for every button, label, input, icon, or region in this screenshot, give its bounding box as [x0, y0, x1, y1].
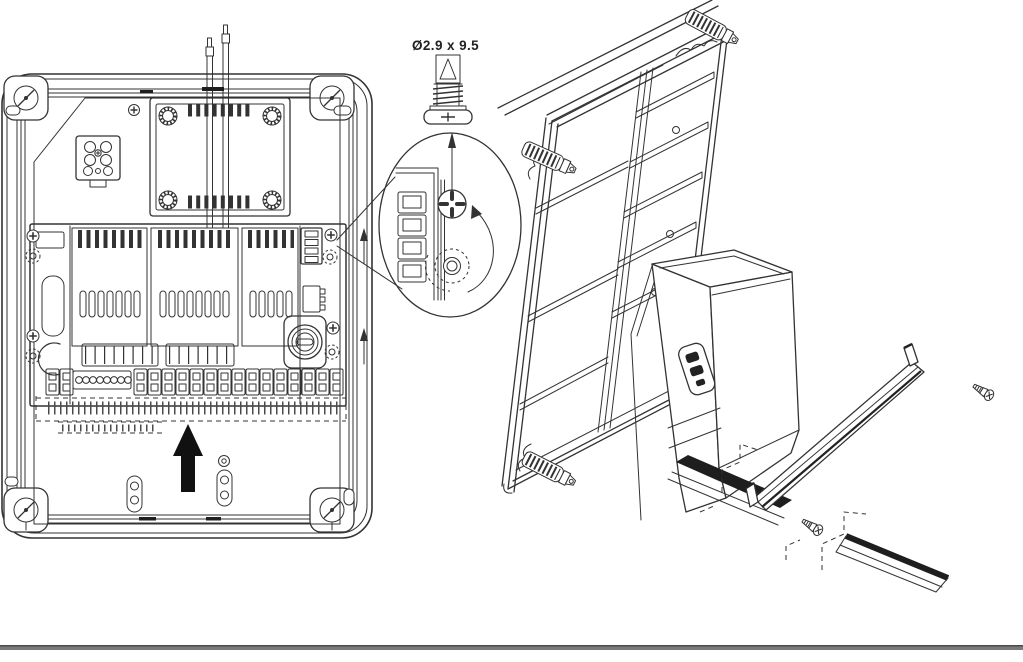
dashed-terminal-outline [35, 396, 347, 434]
panel-shelves-left [519, 160, 629, 411]
bracket-screw-right [970, 380, 997, 403]
screw-spec-label: Ø2.9 x 9.5 [412, 38, 479, 53]
din-module [630, 249, 800, 521]
main-pcb [25, 223, 347, 434]
rear-panel-exploded-view [497, 0, 997, 593]
panel-channel [597, 67, 654, 433]
pin-connector-3 [302, 285, 326, 313]
pcb-tall-slot [41, 275, 65, 337]
retaining-bracket [745, 342, 925, 511]
terminal-strip-main [45, 368, 344, 396]
mounting-plate [33, 97, 341, 525]
pcb-c-slot [37, 342, 61, 376]
self-tapping-screw: Ø2.9 x 9.5 [412, 38, 479, 125]
dashed-position-outline-1 [721, 443, 759, 492]
dashed-position-outline-2 [699, 505, 867, 570]
insert-direction-arrow [173, 424, 203, 492]
screw-detail-callout: Ø2.9 x 9.5 [378, 38, 522, 318]
edge-mark-bottom-left [139, 517, 156, 521]
cover-edge [497, 0, 719, 125]
rotation-arrow [467, 205, 494, 293]
bracket-screw-left [799, 515, 826, 538]
module-clip [678, 342, 716, 396]
pin-connector-4 [300, 227, 323, 265]
pcb-left-slot [35, 231, 65, 249]
relay-blocks [71, 227, 299, 347]
panel-screw [128, 104, 140, 116]
transformer [149, 97, 291, 217]
terminal-block-side-view [395, 167, 445, 301]
rear-panel [501, 24, 732, 494]
fuse-holder [283, 315, 327, 369]
enclosure-front-view [1, 24, 403, 539]
edge-mark-top [140, 90, 153, 94]
screw-direction-arrow [448, 132, 456, 191]
power-connector-block [75, 135, 121, 188]
pcb-standoffs [126, 455, 233, 513]
screw-hole-dashed [424, 248, 470, 292]
detail-ellipse [378, 132, 522, 318]
din-rail-lower [835, 533, 950, 593]
footer-rule [0, 645, 1023, 650]
antenna-wires [202, 24, 230, 229]
edge-mark-bottom-right [206, 517, 221, 521]
enclosure-box [1, 73, 373, 539]
terminal-row-upper [81, 343, 235, 367]
phillips-screw-head [437, 189, 467, 219]
